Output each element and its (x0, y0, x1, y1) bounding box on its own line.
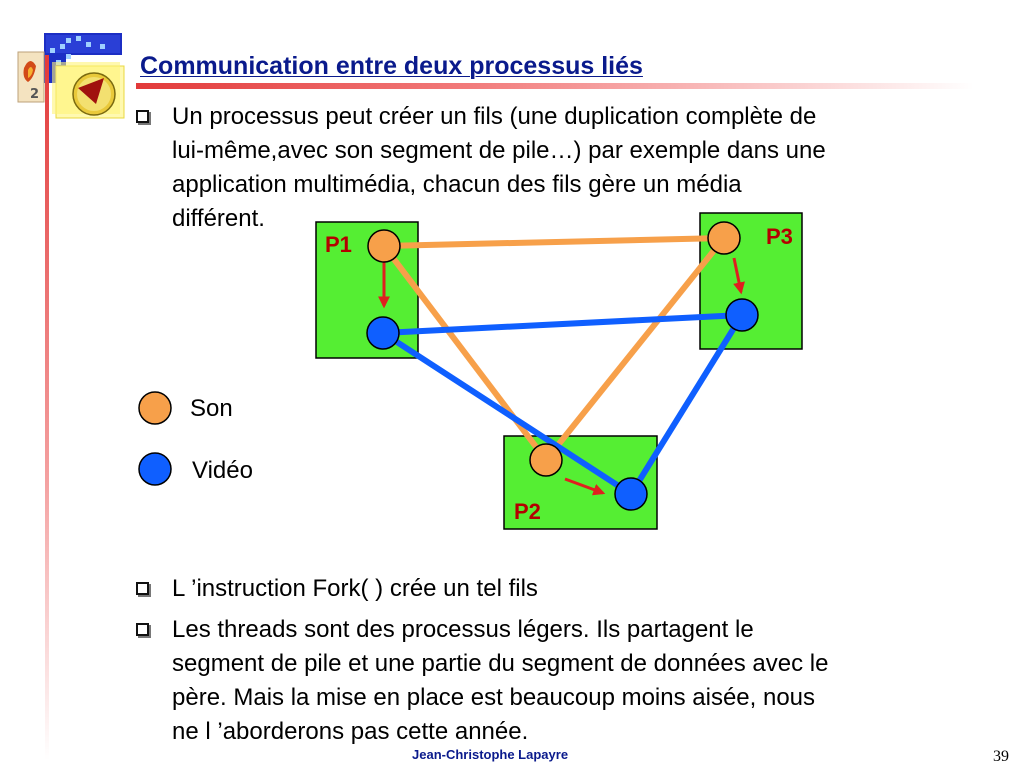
video-link-p1-p3 (382, 312, 743, 336)
bullet-text-2: L ’instruction Fork( ) crée un tel fils (172, 572, 538, 606)
bullet-text-3: Les threads sont des processus légers. I… (172, 613, 828, 749)
bullet-line: lui-même,avec son segment de pile…) par … (172, 137, 826, 164)
bullet-line: application multimédia, chacun des fils … (172, 171, 742, 198)
son-link-p1-p3 (383, 235, 725, 249)
svg-text:2: 2 (30, 87, 39, 102)
video-node-p1 (366, 316, 400, 350)
left-decorative-rule (45, 55, 49, 760)
title-bar: Communication entre deux processus liés (136, 50, 974, 90)
son-node-p1 (367, 229, 401, 263)
video-link-p3-p2 (628, 313, 745, 496)
fork-arrow-p3 (732, 257, 745, 295)
footer-author: Jean-Christophe Lapayre (412, 747, 569, 762)
legend-video-label: Vidéo (192, 457, 253, 484)
bullet-line: différent. (172, 205, 265, 232)
bullet-line: Un processus peut créer un fils (une dup… (172, 103, 817, 130)
son-node-p2 (529, 443, 563, 477)
logo: 2 (0, 0, 135, 125)
bullet-line: L ’instruction Fork( ) crée un tel fils (172, 575, 538, 602)
bullet-square-icon (136, 623, 149, 636)
bullet-text-1: Un processus peut créer un fils (une dup… (172, 100, 826, 236)
process-label-p3: P3 (766, 224, 793, 249)
page-number: 39 (993, 748, 1009, 765)
video-link-p1-p2 (381, 330, 633, 497)
bullet-line: Les threads sont des processus légers. I… (172, 616, 754, 643)
son-link-p3-p2 (543, 236, 727, 462)
bullet-square-icon (136, 110, 149, 123)
logo-graphic: 2 (17, 33, 125, 119)
legend-video-swatch (138, 452, 172, 486)
legend-son-swatch (138, 391, 172, 425)
bullet-line: ne l ’aborderons pas cette année. (172, 718, 529, 745)
fork-arrow-p2 (564, 477, 606, 496)
process-label-p2: P2 (514, 499, 541, 524)
page-title: Communication entre deux processus liés (140, 52, 643, 80)
video-node-p3 (725, 298, 759, 332)
title-underline (136, 83, 974, 89)
process-label-p1: P1 (325, 232, 352, 257)
bullet-line: père. Mais la mise en place est beaucoup… (172, 684, 816, 711)
video-node-p2 (614, 477, 648, 511)
bullet-line: segment de pile et une partie du segment… (172, 650, 829, 677)
bullet-square-icon (136, 582, 149, 595)
legend-son-label: Son (190, 395, 233, 422)
son-node-p3 (707, 221, 741, 255)
